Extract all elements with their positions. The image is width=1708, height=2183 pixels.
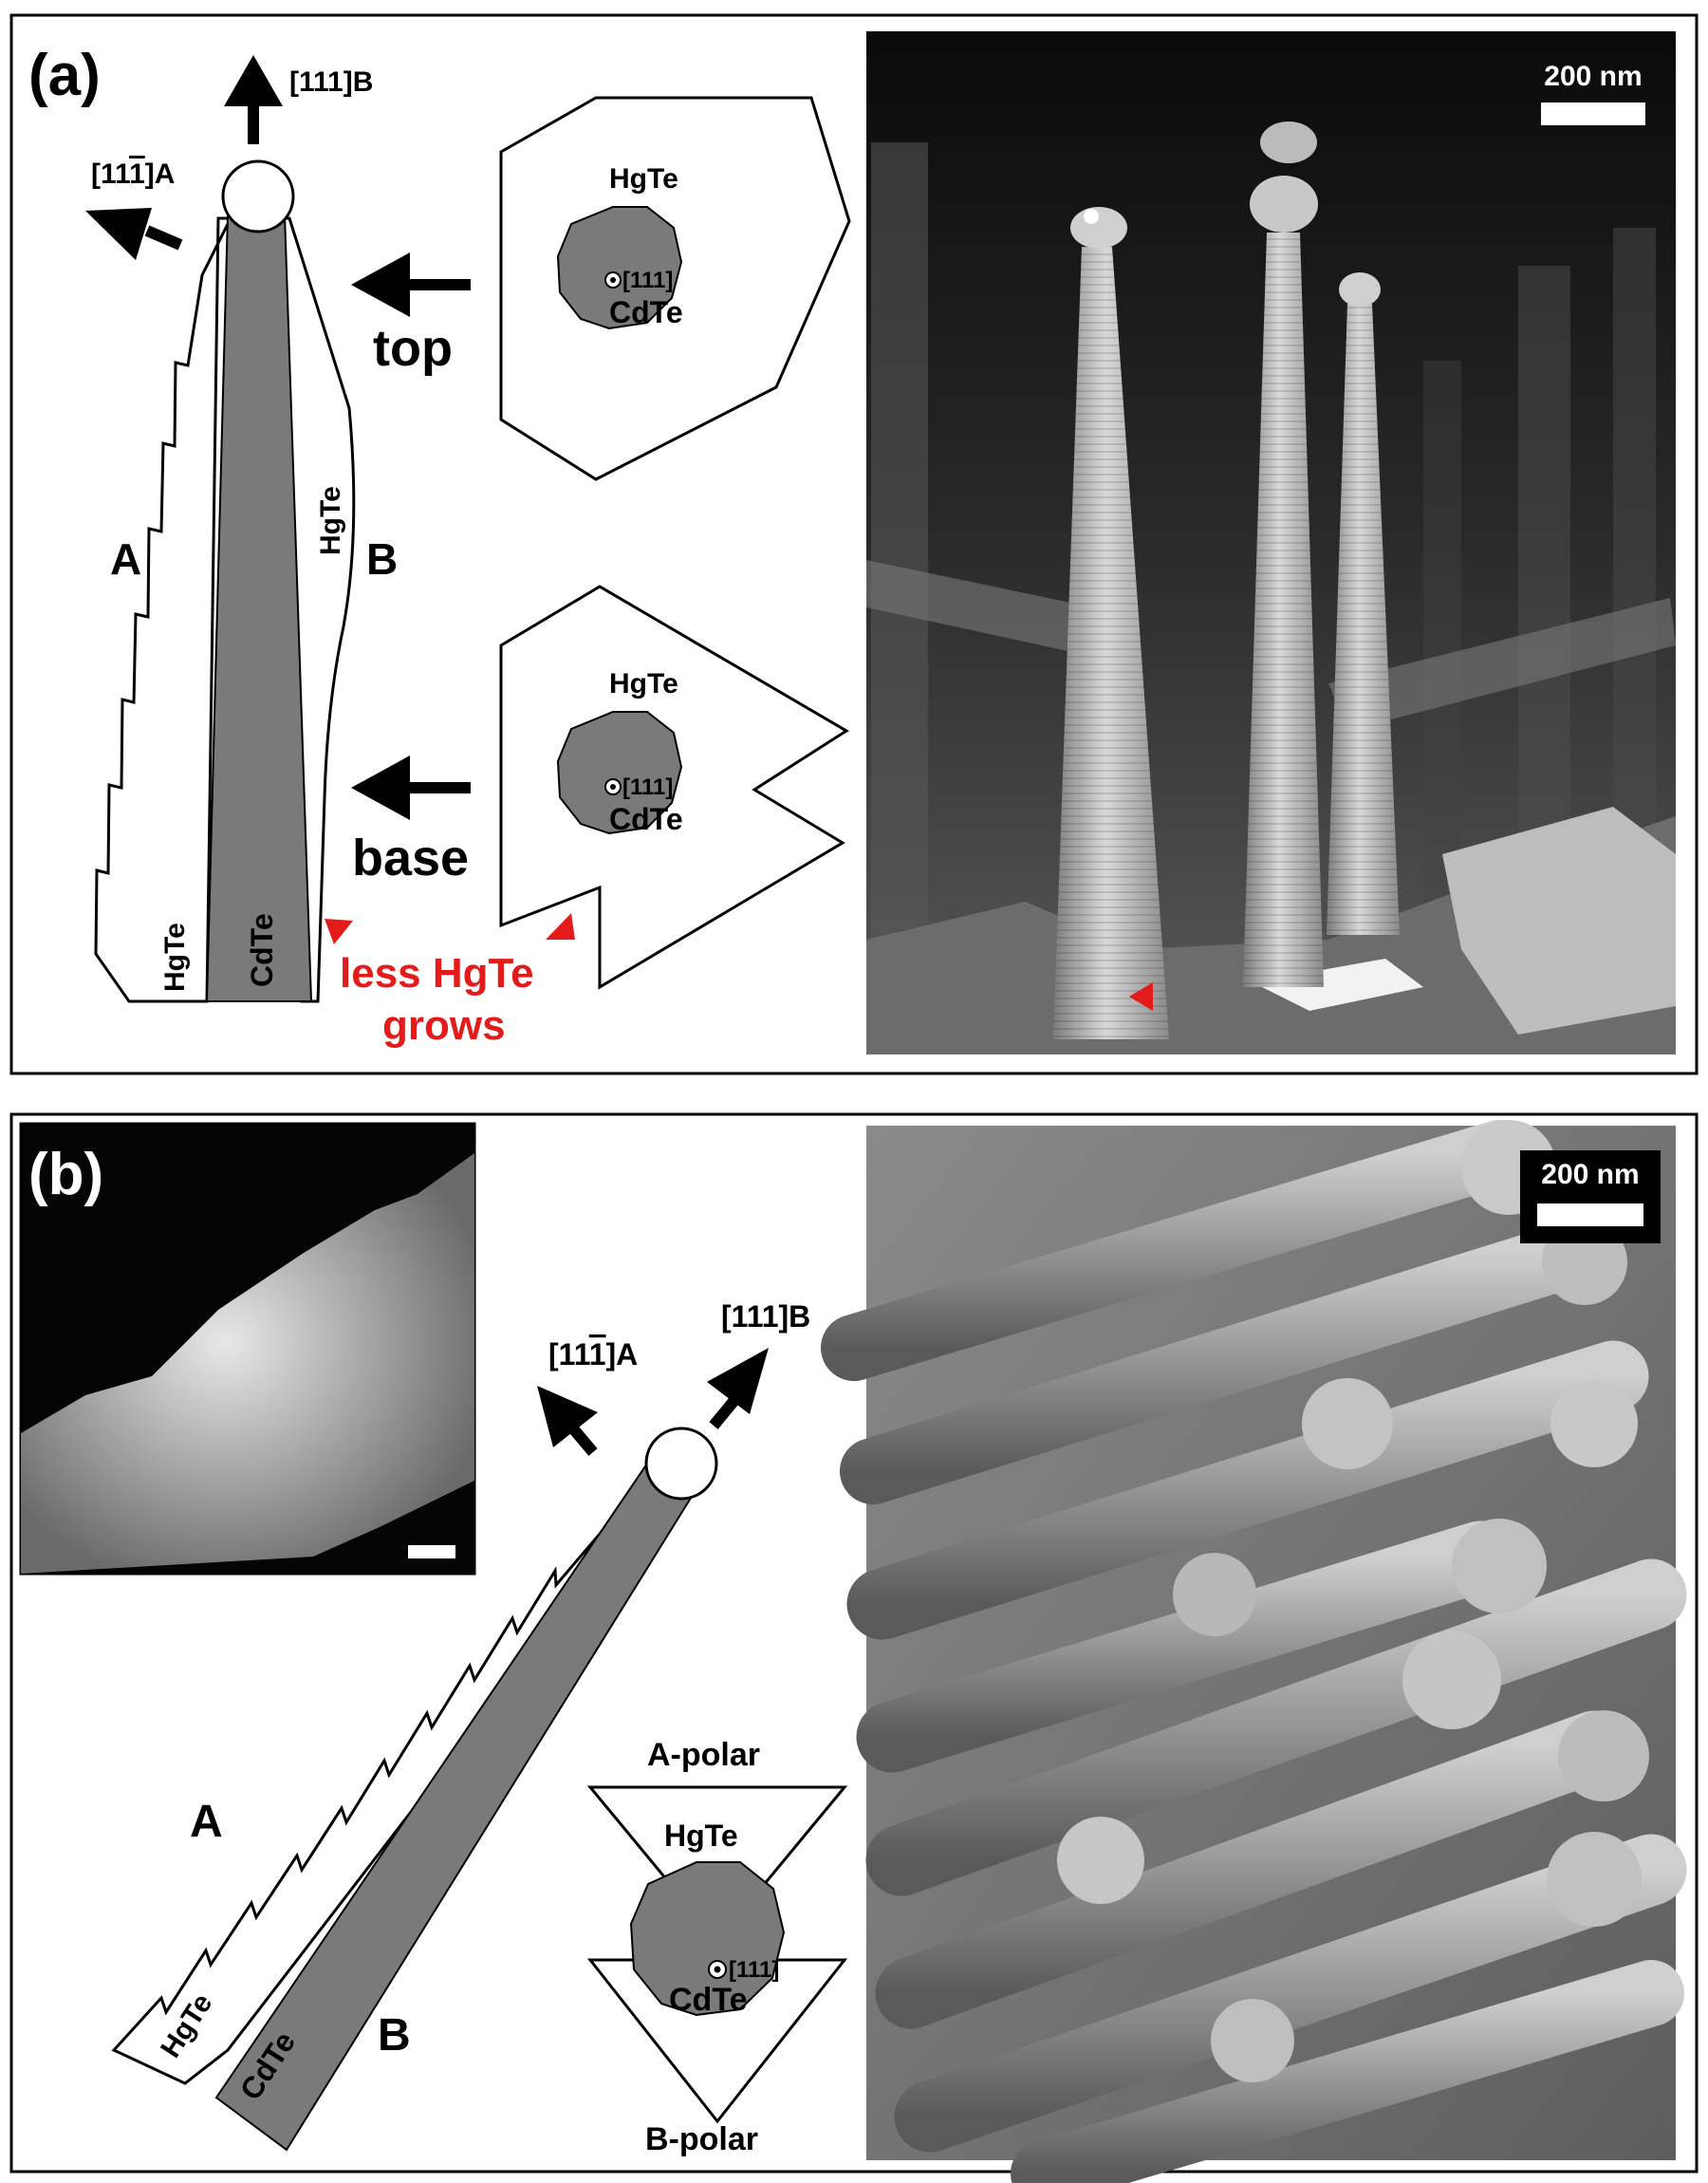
panel-a: (a) [111]B [111]A A B HgTe HgTe CdTe to [9, 13, 1699, 1075]
tem-inset-b [19, 1122, 476, 1576]
axis-label-base: [111] [622, 774, 673, 800]
arrow-11-1A-a [85, 208, 183, 260]
cdte-core-top [556, 206, 683, 330]
dir-11-1A-label-b: [111]A [548, 1337, 638, 1371]
core-label-top: CdTe [609, 295, 683, 329]
panel-a-label: (a) [28, 43, 101, 108]
axis-label-top: [111] [622, 268, 673, 293]
arrow-base-label: base [352, 830, 469, 886]
arrow-111B-b [707, 1348, 769, 1429]
dir-111B-label-a: [111]B [289, 66, 373, 98]
nanowire-schematic-a [94, 159, 356, 1003]
shell-label-base: HgTe [609, 668, 678, 700]
b-polar-label: B-polar [645, 2121, 758, 2157]
cross-section-base [499, 585, 849, 990]
cross-section-b [586, 1785, 848, 2124]
scale-bar-b [1537, 1203, 1643, 1226]
arrow-top [351, 252, 471, 317]
shell-b-label-a: HgTe [315, 486, 346, 555]
a-polar-label: A-polar [647, 1737, 760, 1773]
core-label-base: CdTe [609, 802, 683, 836]
catalyst-droplet-a [221, 159, 295, 233]
panel-b-label: (b) [28, 1142, 103, 1207]
shell-label-b-section: HgTe [664, 1819, 738, 1853]
arrow-top-label: top [373, 320, 453, 377]
side-A-label-b: A [190, 1797, 223, 1847]
arrow-111B-a [224, 55, 283, 144]
cdte-core-base [556, 711, 683, 835]
dir-11-1A-label-a: [111]A [91, 159, 175, 190]
red-marker-sem [1129, 982, 1153, 1011]
core-label-a: CdTe [245, 913, 279, 987]
hgte-shell-b [111, 1493, 657, 2085]
note-line-1: less HgTe [340, 950, 534, 997]
side-B-label-b: B [378, 2010, 411, 2061]
hgte-shell-a-side [94, 216, 233, 1003]
scale-bar-box-b [1520, 1150, 1661, 1243]
red-marker-wire [325, 919, 353, 944]
catalyst-droplet-b [644, 1427, 718, 1501]
tem-scale-bar [408, 1545, 455, 1558]
core-label-b-section: CdTe [669, 1982, 747, 2018]
shell-label-top: HgTe [609, 163, 678, 195]
panel-b: (b) [111]B [111]A A B HgTe CdTe [9, 1112, 1699, 2183]
sem-image-a: 200 nm [866, 31, 1676, 1054]
red-marker-section [546, 913, 575, 940]
cross-section-top [499, 96, 851, 481]
shell-a-label-a: HgTe [159, 923, 191, 992]
cdte-core-b-section [629, 1861, 786, 2017]
arrow-11-1A-b [537, 1386, 598, 1456]
scale-bar-label-a: 200 nm [1544, 61, 1642, 92]
nanowire-schematic-b [111, 1427, 718, 2152]
axis-label-b: [111] [729, 1957, 779, 1983]
scale-bar-a [1541, 103, 1645, 125]
dir-111B-label-b: [111]B [721, 1299, 810, 1334]
side-B-label-a: B [366, 534, 398, 584]
note-line-2: grows [382, 1002, 506, 1049]
scale-bar-label-b: 200 nm [1541, 1159, 1639, 1190]
sem-image-b: 200 nm [821, 1120, 1687, 2183]
side-A-label-a: A [110, 534, 141, 584]
arrow-base [351, 756, 471, 820]
